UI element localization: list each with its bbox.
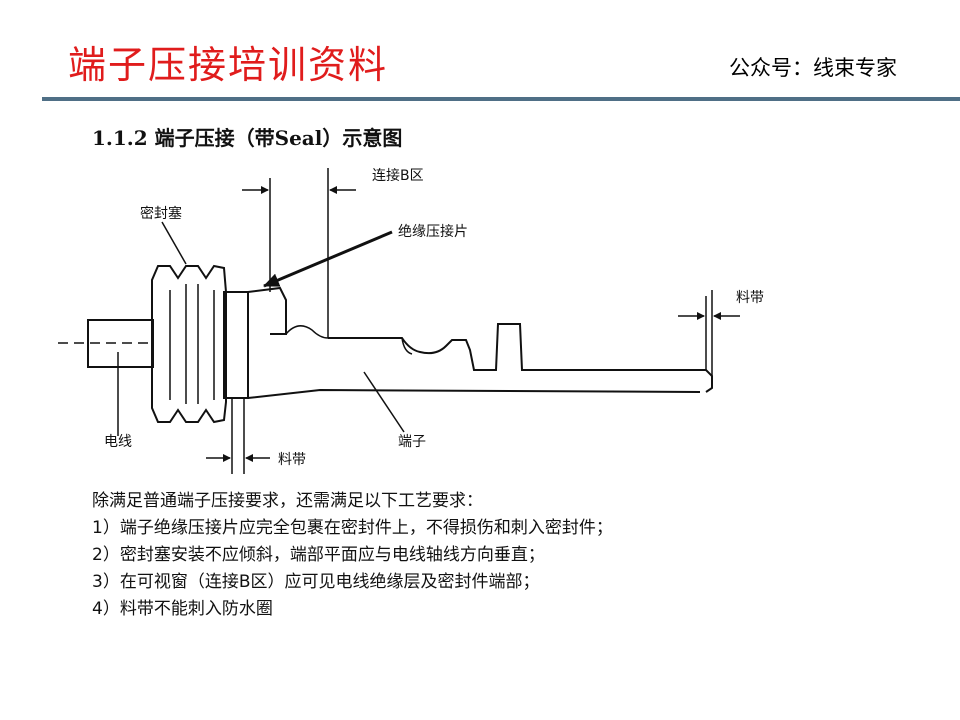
requirement-item: 2）密封塞安装不应倾斜，端部平面应与电线轴线方向垂直；	[92, 545, 545, 565]
label-carrier-bottom: 料带	[278, 452, 306, 468]
header-divider	[42, 97, 960, 101]
requirements-intro: 除满足普通端子压接要求，还需满足以下工艺要求：	[92, 491, 483, 511]
requirement-item: 1）端子绝缘压接片应完全包裹在密封件上，不得损伤和刺入密封件；	[92, 518, 613, 538]
conductor-crimp	[401, 337, 413, 355]
requirement-item: 4）料带不能刺入防水圈	[92, 599, 273, 619]
terminal-base	[247, 388, 701, 399]
seal-pointer	[161, 221, 187, 265]
label-terminal: 端子	[398, 434, 426, 450]
terminal-outline	[328, 323, 713, 393]
account-label: 公众号：线束专家	[729, 56, 897, 80]
wire-strands	[285, 325, 329, 339]
label-insulation-crimp: 绝缘压接片	[398, 223, 468, 240]
terminal-pointer	[363, 371, 405, 433]
label-carrier-right: 料带	[736, 290, 764, 306]
page-title: 端子压接培训资料	[68, 43, 389, 87]
requirement-item: 3）在可视窗（连接B区）应可见电线绝缘层及密封件端部；	[92, 572, 540, 592]
label-zone-b: 连接B区	[372, 167, 424, 184]
section-heading: 1.1.2 端子压接（带Seal）示意图	[92, 126, 403, 150]
requirements-list: 除满足普通端子压接要求，还需满足以下工艺要求： 1）端子绝缘压接片应完全包裹在密…	[92, 488, 613, 623]
insulation-crimp-wing	[247, 286, 287, 335]
insulation-crimp-pointer	[263, 230, 393, 288]
seal	[151, 264, 227, 424]
seal-collar	[223, 291, 249, 399]
label-seal: 密封塞	[140, 205, 182, 222]
label-wire: 电线	[104, 434, 132, 450]
